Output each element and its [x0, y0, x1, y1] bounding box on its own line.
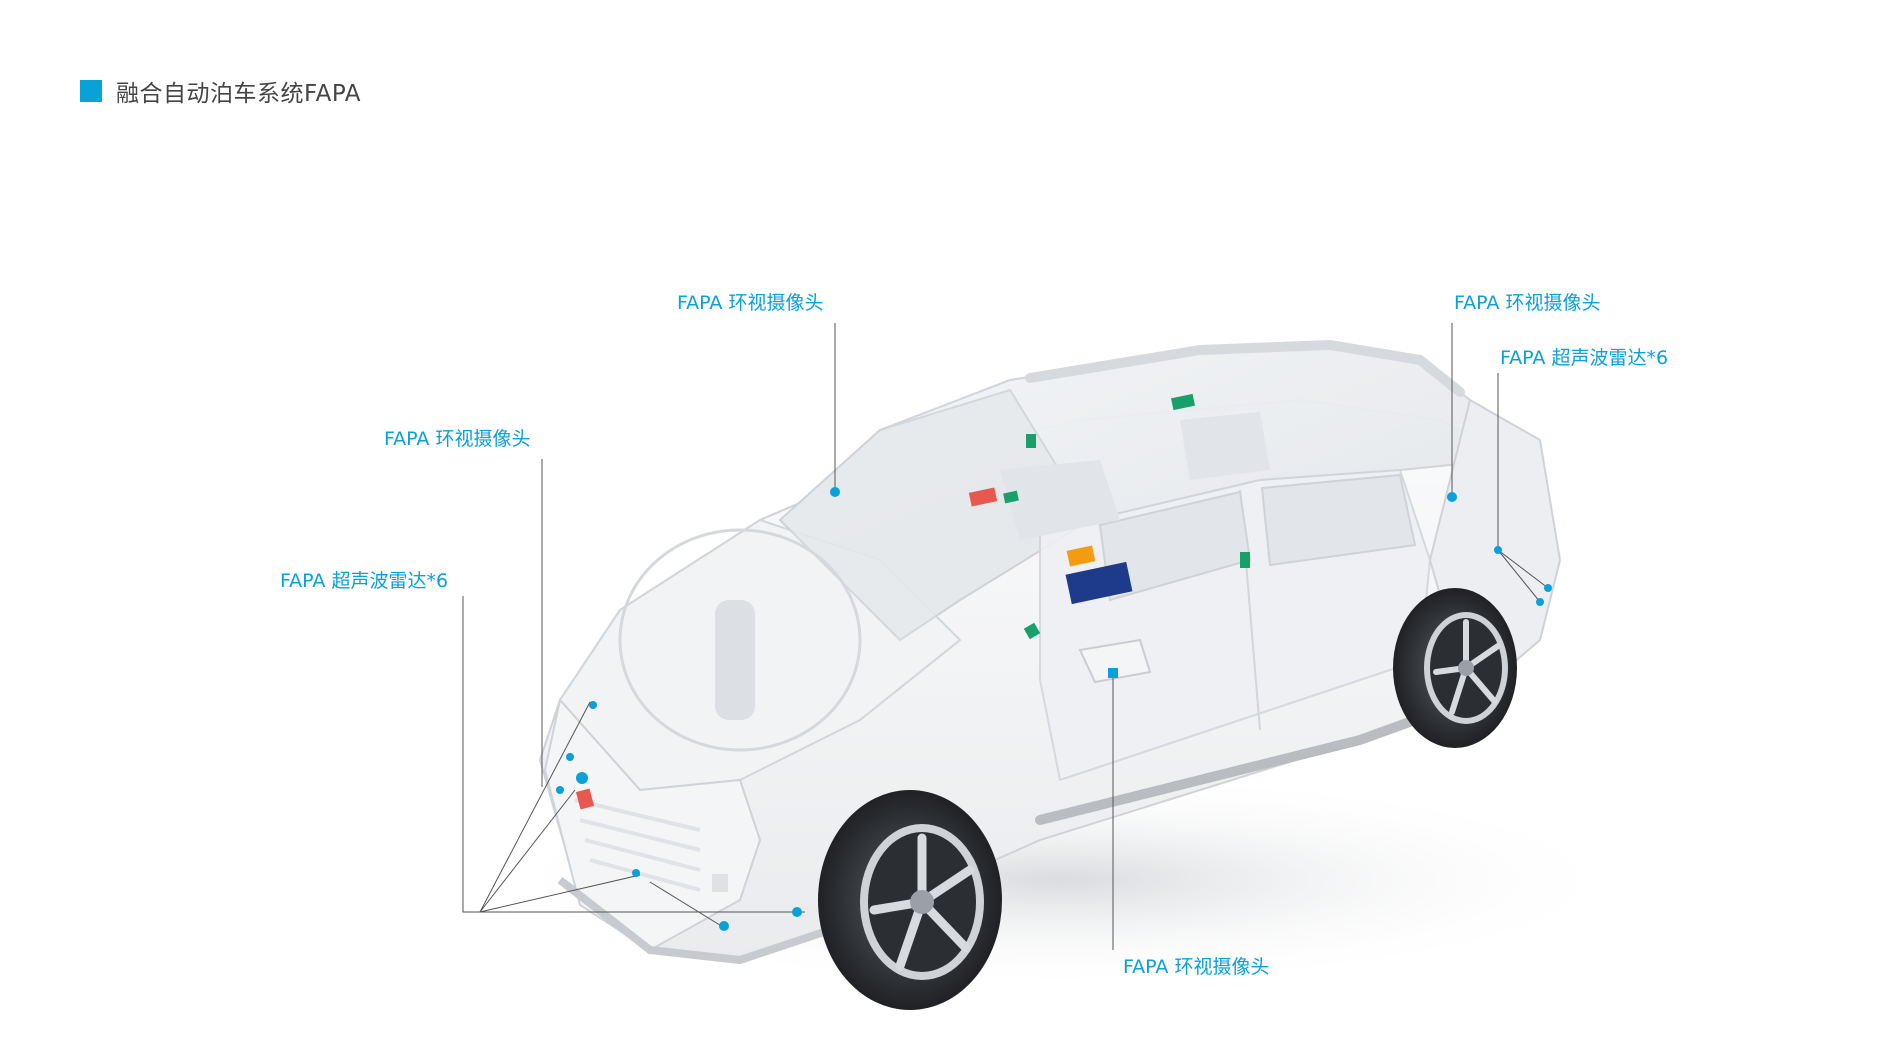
sensor-marker-rear-ultrasonic-3 [1544, 584, 1552, 592]
callout-label-front-camera: FAPA 环视摄像头 [384, 430, 530, 449]
callout-label-side-mirror-camera: FAPA 环视摄像头 [1123, 958, 1269, 977]
sensor-marker-front-ultrasonic-6 [792, 907, 802, 917]
callout-label-top-front-camera: FAPA 环视摄像头 [677, 294, 823, 313]
sensor-marker-front-ultrasonic-3 [556, 786, 564, 794]
sensor-marker-rear-ultrasonic-1 [1494, 546, 1502, 554]
front-wheel [818, 790, 1002, 1010]
sensor-marker-front-ultrasonic-1 [589, 701, 597, 709]
sensor-marker-front-ultrasonic-5 [719, 921, 729, 931]
callout-label-front-ultrasonic: FAPA 超声波雷达*6 [280, 572, 448, 591]
sensor-marker-rear-ultrasonic-2 [1536, 598, 1544, 606]
callout-label-rear-ultrasonic: FAPA 超声波雷达*6 [1500, 349, 1668, 368]
sensor-marker-front-ultrasonic-4 [632, 869, 640, 877]
rear-wheel [1393, 588, 1517, 748]
sensor-marker-side-mirror-camera [1108, 668, 1118, 678]
sensor-marker-rear-camera [1447, 492, 1457, 502]
sensor-marker-front-ultrasonic-2 [566, 753, 574, 761]
callout-label-rear-camera: FAPA 环视摄像头 [1454, 294, 1600, 313]
sensor-marker-top-front-camera [830, 487, 840, 497]
sensor-marker-front-camera [576, 772, 588, 784]
